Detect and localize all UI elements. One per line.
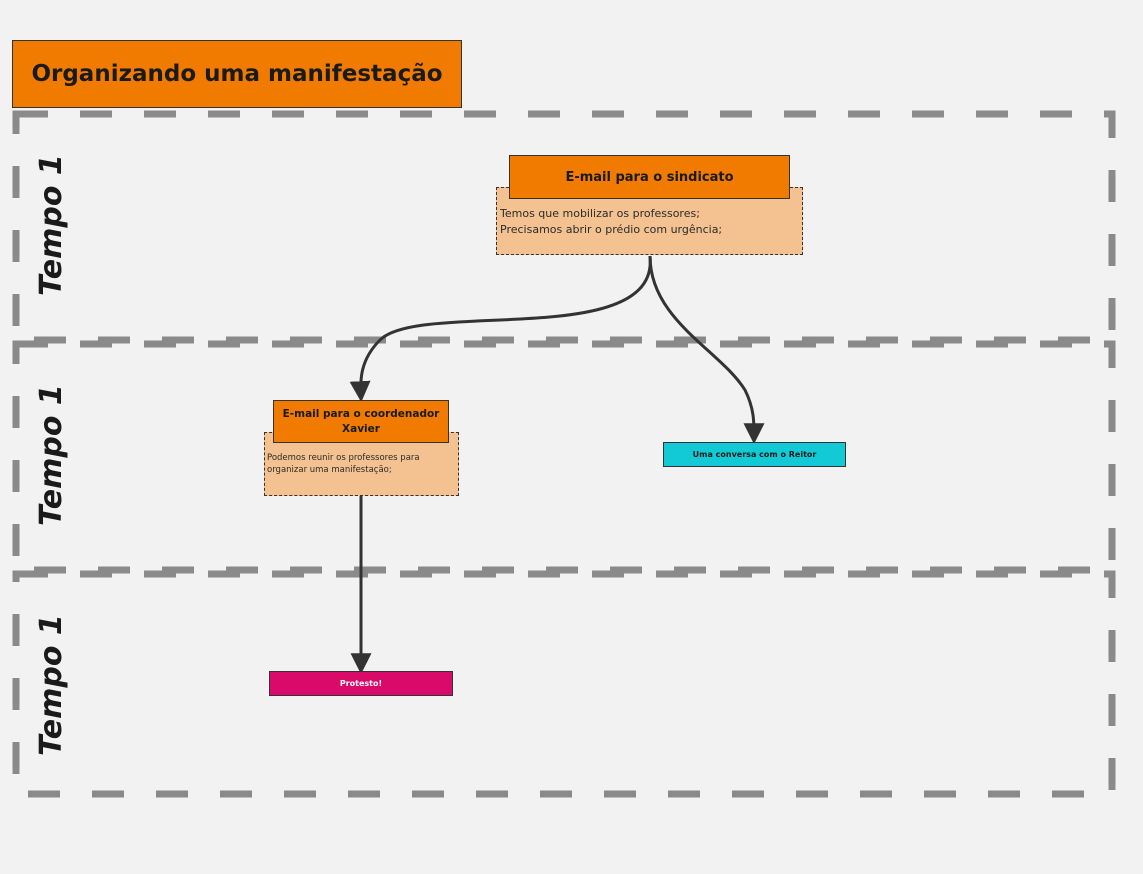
- note-line: Temos que mobilizar os professores;: [500, 207, 700, 220]
- connector-sindicato-to-coordenador: [349, 255, 652, 403]
- lane-1-frame: [12, 110, 1116, 344]
- card-protesto[interactable]: Protesto!: [269, 671, 453, 696]
- lane-3-label: Tempo 1: [34, 614, 69, 756]
- note-line: Podemos reunir os professores para organ…: [267, 453, 420, 475]
- card-email-coordenador[interactable]: E-mail para o coordenador Xavier: [273, 400, 449, 443]
- lane-2-frame: [12, 340, 1116, 574]
- lane-3-frame: [12, 570, 1116, 798]
- card-conversa-reitor[interactable]: Uma conversa com o Reitor: [663, 442, 846, 467]
- note-line: Precisamos abrir o prédio com urgência;: [500, 223, 723, 236]
- lane-2-label: Tempo 1: [34, 384, 69, 526]
- lane-1-label: Tempo 1: [34, 154, 69, 296]
- diagram-title: Organizando uma manifestação: [12, 40, 462, 108]
- card-email-sindicato[interactable]: E-mail para o sindicato: [509, 155, 790, 199]
- connector-sindicato-to-reitor: [648, 255, 765, 445]
